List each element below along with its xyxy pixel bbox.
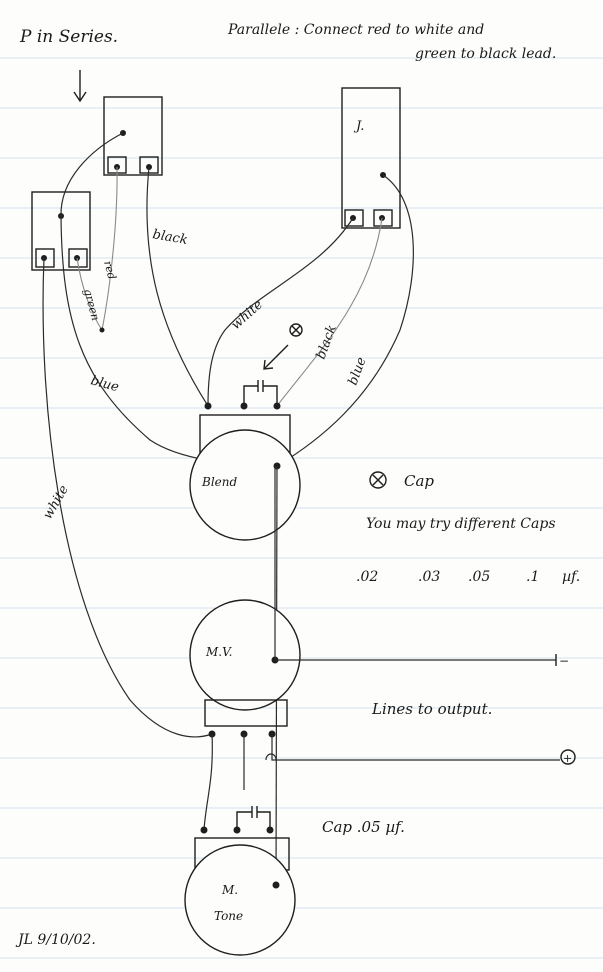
arrow-down-icon	[73, 70, 87, 103]
cap-value-3: .05	[468, 569, 490, 585]
blend-pot-label: Blend	[201, 475, 237, 489]
cap-value-4: .1	[526, 569, 539, 585]
output-note: Lines to output.	[371, 700, 492, 718]
master-tone-label-line1: M.	[221, 883, 238, 897]
wire-label-blue-j: blue	[346, 355, 370, 387]
wire-label-blue-p: blue	[89, 373, 121, 395]
wire-label-red: red	[101, 259, 118, 281]
p-pickup-upper	[103, 96, 163, 176]
title: P in Series.	[19, 27, 118, 47]
wire-label-black-p: black	[151, 227, 189, 248]
blend-pot: Blend	[189, 380, 301, 541]
signature: JL 9/10/02.	[15, 932, 96, 948]
master-tone-label-line2: Tone	[214, 909, 243, 923]
wire-label-black-j: black	[314, 323, 340, 361]
parallel-note-line2: green to black lead.	[415, 46, 556, 62]
cap-note: You may try different Caps	[366, 516, 556, 532]
cap-marker-icon	[263, 323, 303, 370]
output-minus-label: −	[559, 654, 569, 668]
cap-value-unit: µf.	[562, 569, 580, 585]
master-volume-pot: M.V.	[189, 466, 301, 738]
wire-label-green: green	[81, 287, 102, 322]
master-volume-label: M.V.	[205, 645, 232, 659]
wire-label-white-j: white	[229, 297, 266, 333]
output-plus-label: +	[563, 752, 572, 765]
j-pickup: J.	[341, 87, 401, 229]
j-pickup-label: J.	[353, 119, 364, 134]
cap-value-1: .02	[356, 569, 378, 585]
master-tone-pot: M. Tone	[184, 806, 296, 956]
cap-legend: Cap	[369, 471, 434, 490]
tone-cap-note: Cap .05 µf.	[322, 818, 405, 836]
cap-value-2: .03	[418, 569, 440, 585]
wire-label-white-p: white	[40, 483, 71, 522]
parallel-note-line1: Parallele : Connect red to white and	[227, 22, 484, 38]
cap-legend-label: Cap	[404, 472, 434, 490]
notebook-rules	[0, 57, 603, 959]
